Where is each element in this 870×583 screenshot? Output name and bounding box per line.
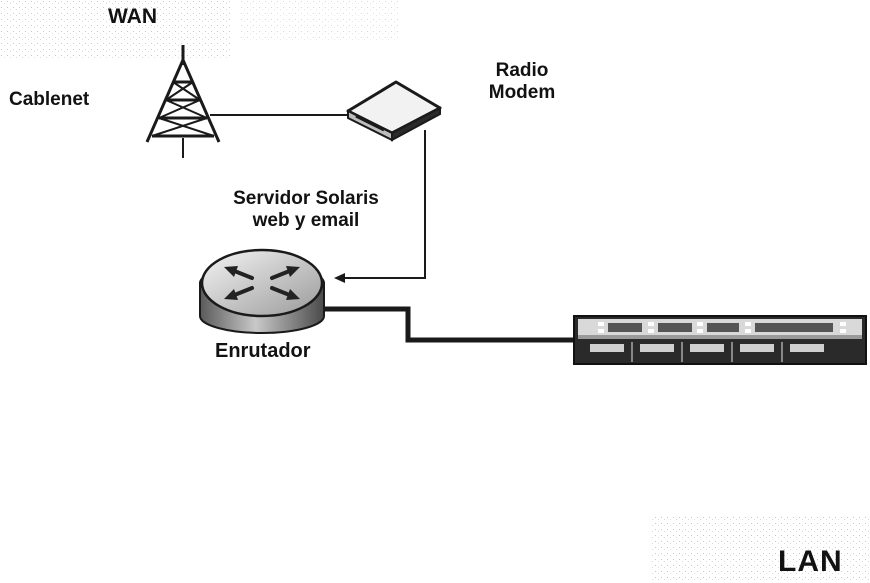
network-switch-icon	[573, 315, 867, 365]
radio-modem-label: Radio Modem	[462, 60, 582, 104]
server-label-line2: web y email	[252, 210, 360, 231]
connection-lines	[210, 114, 592, 343]
radio-modem-icon	[346, 80, 442, 142]
cablenet-label: Cablenet	[9, 89, 90, 110]
scan-noise	[240, 0, 400, 40]
radio-tower-icon	[145, 45, 221, 158]
server-label-line1: Servidor Solaris	[233, 188, 379, 209]
modem-to-router-link	[342, 130, 426, 279]
router-to-switch-link	[325, 306, 592, 343]
scan-noise	[650, 515, 870, 583]
lan-label: LAN	[778, 545, 843, 578]
wan-label: WAN	[108, 5, 157, 28]
router-label: Enrutador	[215, 340, 311, 362]
arrowhead-icon	[334, 273, 345, 283]
radio-modem-label-line2: Modem	[488, 82, 556, 103]
radio-modem-label-line1: Radio	[495, 60, 549, 81]
scan-noise	[0, 0, 230, 60]
router-icon	[199, 248, 325, 334]
server-label: Servidor Solaris web y email	[184, 188, 428, 232]
